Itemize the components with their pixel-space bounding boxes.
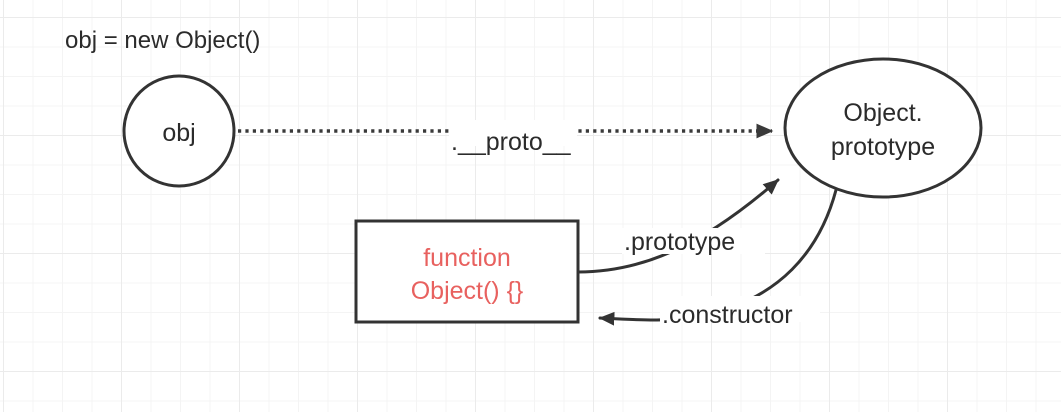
edge-label-constructor: .constructor (662, 301, 793, 329)
edge-label-proto: .__proto__ (451, 128, 572, 156)
constructor-function-label-line2: Object() {} (411, 277, 524, 305)
edge-prototype-link: .prototype (576, 178, 780, 274)
object-prototype-ellipse-shape[interactable] (783, 57, 983, 199)
edge-label-prototype: .prototype (624, 228, 735, 256)
node-object-prototype[interactable]: Object. prototype (783, 57, 983, 199)
object-prototype-label-line1: Object. (843, 99, 922, 127)
node-constructor-function[interactable]: function Object() {} (354, 219, 580, 324)
node-obj[interactable]: obj (122, 74, 236, 188)
constructor-function-label-line1: function (423, 244, 511, 272)
proto-label-backdrop (449, 120, 577, 146)
object-prototype-label-line2: prototype (831, 133, 935, 161)
constructor-label-backdrop (660, 296, 820, 322)
edge-constructor-link: .constructor (598, 188, 838, 329)
constructor-function-box-shape[interactable] (354, 219, 580, 324)
obj-circle-shape[interactable] (122, 74, 236, 188)
edge-proto-link: .__proto__ (238, 120, 774, 156)
prototype-link-curve (576, 178, 780, 274)
prototype-label-backdrop (622, 228, 765, 254)
obj-label: obj (162, 119, 195, 147)
page-title: obj = new Object() (65, 27, 260, 54)
